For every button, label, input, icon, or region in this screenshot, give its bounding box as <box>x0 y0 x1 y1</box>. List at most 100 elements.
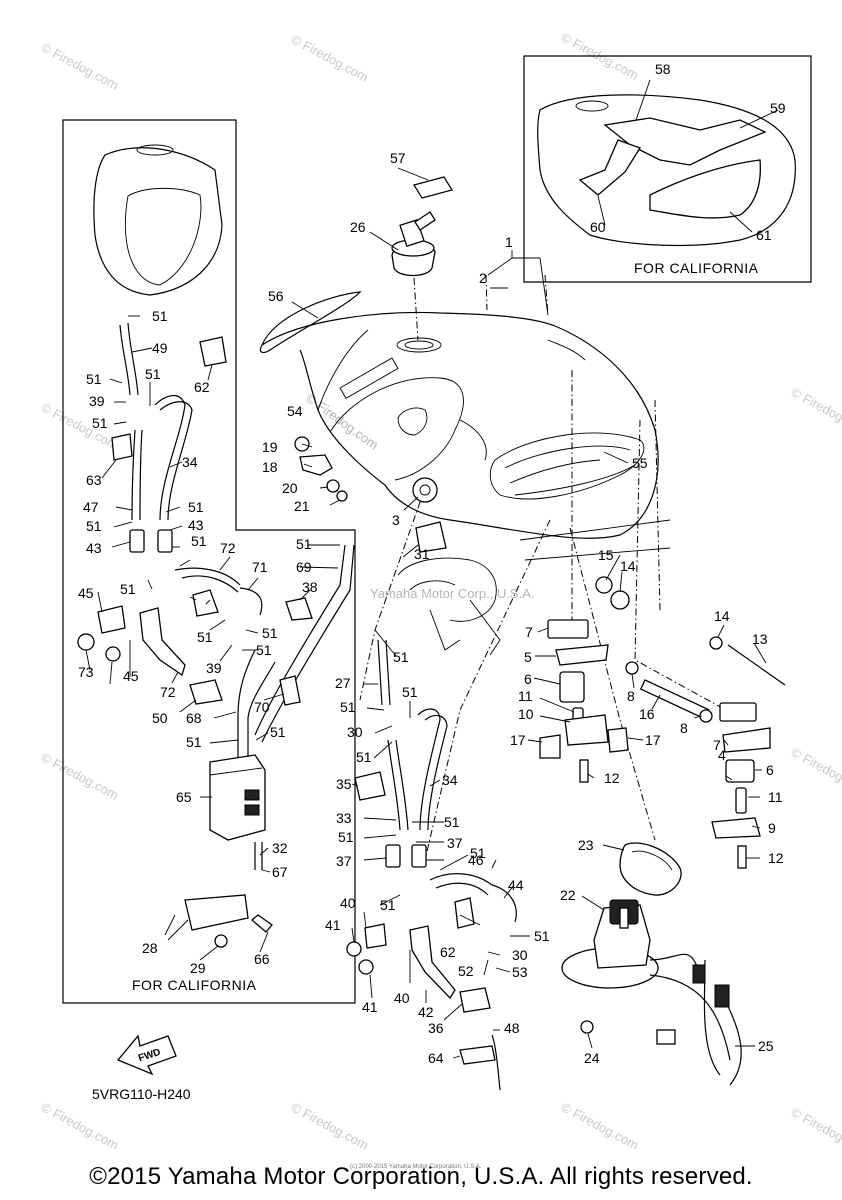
part-number: 12 <box>768 850 784 866</box>
fuel-pump <box>561 842 742 1086</box>
part-number: 51 <box>92 415 108 431</box>
engine-sketch <box>397 519 671 656</box>
part-number: 51 <box>262 625 278 641</box>
tank-inset-right <box>537 94 796 247</box>
part-number: 47 <box>83 499 99 515</box>
part-number: 51 <box>120 581 136 597</box>
part-number: 45 <box>78 585 94 601</box>
watermark: © Firedog.com <box>789 1104 842 1157</box>
california-label-left: FOR CALIFORNIA <box>132 977 257 993</box>
part-number: 51 <box>338 829 354 845</box>
part-number: 4 <box>718 747 726 763</box>
part-number: 51 <box>145 366 161 382</box>
part-number: 51 <box>191 533 207 549</box>
part-number: 51 <box>152 308 168 324</box>
part-number: 14 <box>620 558 636 574</box>
part-number: 25 <box>758 1038 774 1054</box>
watermark: © Firedog.com <box>39 39 121 92</box>
watermark: © Firedog.com <box>559 1099 641 1152</box>
part-number: 60 <box>590 219 606 235</box>
part-number: 35 <box>336 776 352 792</box>
leader-line <box>569 527 656 841</box>
part-number: 28 <box>142 940 158 956</box>
part-number: 1 <box>505 234 513 250</box>
bracket-hardware <box>539 576 786 869</box>
california-box-left <box>62 119 356 1004</box>
watermark: © Firedog.com <box>39 1099 121 1152</box>
part-number: 63 <box>86 472 102 488</box>
part-number: 51 <box>393 649 409 665</box>
decal-54 <box>259 291 362 354</box>
part-number: 51 <box>86 371 102 387</box>
part-number: 51 <box>402 684 418 700</box>
part-number: 71 <box>252 559 268 575</box>
part-number: 41 <box>362 999 378 1015</box>
part-number: 37 <box>447 835 463 851</box>
part-number: 54 <box>287 403 303 419</box>
fuel-cap <box>391 211 436 341</box>
part-number: 58 <box>655 61 671 77</box>
california-box-right <box>523 55 812 283</box>
part-number: 17 <box>510 732 526 748</box>
part-number: 40 <box>394 990 410 1006</box>
part-number: 51 <box>256 642 272 658</box>
part-number: 18 <box>262 459 278 475</box>
part-number: 14 <box>714 608 730 624</box>
part-number: 51 <box>296 536 312 552</box>
part-number: 51 <box>470 845 486 861</box>
part-number: 30 <box>512 947 528 963</box>
part-number: 34 <box>182 454 198 470</box>
part-number: 64 <box>428 1050 444 1066</box>
part-number: 2 <box>479 270 487 286</box>
watermark: © Firedog.com <box>289 1099 371 1152</box>
part-number: 43 <box>188 517 204 533</box>
part-number: 48 <box>504 1020 520 1036</box>
part-number: 66 <box>254 951 270 967</box>
part-number: 59 <box>770 100 786 116</box>
part-number: 51 <box>534 928 550 944</box>
part-number: 51 <box>380 897 396 913</box>
part-number: 26 <box>350 219 366 235</box>
part-number: 8 <box>680 720 688 736</box>
part-number: 42 <box>418 1004 434 1020</box>
diagram-code: 5VRG110-H240 <box>92 1086 191 1102</box>
watermark: © Firedog.com <box>39 749 121 802</box>
part-number: 49 <box>152 340 168 356</box>
watermark: © Firedog.com <box>289 31 371 84</box>
part-number: 32 <box>272 840 288 856</box>
part-number: 5 <box>524 649 532 665</box>
part-number: 20 <box>282 480 298 496</box>
part-number: 51 <box>340 699 356 715</box>
part-number: 33 <box>336 810 352 826</box>
part-number: 27 <box>335 675 351 691</box>
tank-inset-left <box>93 144 223 296</box>
leader-line <box>634 419 736 716</box>
part-number: 7 <box>713 737 721 753</box>
part-number: 7 <box>525 624 533 640</box>
part-number: 3 <box>392 512 400 528</box>
part-number: 16 <box>639 706 655 722</box>
part-number: 51 <box>270 724 286 740</box>
part-number: 15 <box>598 547 614 563</box>
part-number: 39 <box>206 660 222 676</box>
fwd-arrow: FWD <box>116 1034 177 1076</box>
part-number: 39 <box>89 393 105 409</box>
grommet-parts <box>294 436 438 503</box>
copyright-notice: ©2015 Yamaha Motor Corporation, U.S.A. A… <box>89 1163 753 1190</box>
part-number: 70 <box>254 699 270 715</box>
part-number: 19 <box>262 439 278 455</box>
part-number: 38 <box>302 579 318 595</box>
part-number: 13 <box>752 631 768 647</box>
part-number: 67 <box>272 864 288 880</box>
leader-lines <box>85 79 779 1059</box>
part-number: 51 <box>356 749 372 765</box>
part-number: 68 <box>186 710 202 726</box>
part-number: 50 <box>152 710 168 726</box>
part-number: 11 <box>518 688 533 704</box>
hoses-left <box>77 322 313 706</box>
part-number: 37 <box>336 853 352 869</box>
part-number: 57 <box>390 150 406 166</box>
part-number: 51 <box>188 499 204 515</box>
part-number: 51 <box>186 734 202 750</box>
leader-line <box>654 399 661 611</box>
